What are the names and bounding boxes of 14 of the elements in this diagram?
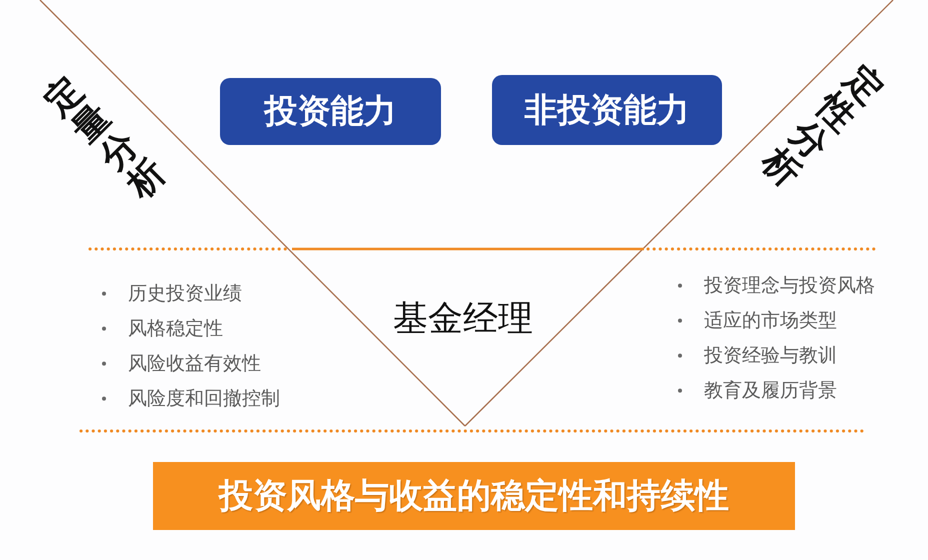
list-item-text: 风险收益有效性 — [128, 352, 261, 376]
heading-box: 投资能力 — [220, 78, 441, 145]
side-title: 定量分析 — [38, 70, 174, 206]
list-item-text: 历史投资业绩 — [128, 282, 242, 306]
list-item-text: 风格稳定性 — [128, 318, 223, 340]
side-title: 定性分析 — [754, 59, 890, 195]
list-item-text: 投资理念与投资风格 — [704, 274, 875, 298]
center-title: 基金经理 — [393, 298, 533, 340]
list-item-text: 教育及履历背景 — [704, 380, 837, 402]
list-item-text: 投资经验与教训 — [704, 344, 837, 368]
list-item-text: 适应的市场类型 — [704, 310, 837, 332]
heading-box: 非投资能力 — [492, 75, 722, 145]
list-item-text: 风险度和回撤控制 — [128, 388, 280, 410]
banner-bar: 投资风格与收益的稳定性和持续性 — [153, 462, 795, 530]
